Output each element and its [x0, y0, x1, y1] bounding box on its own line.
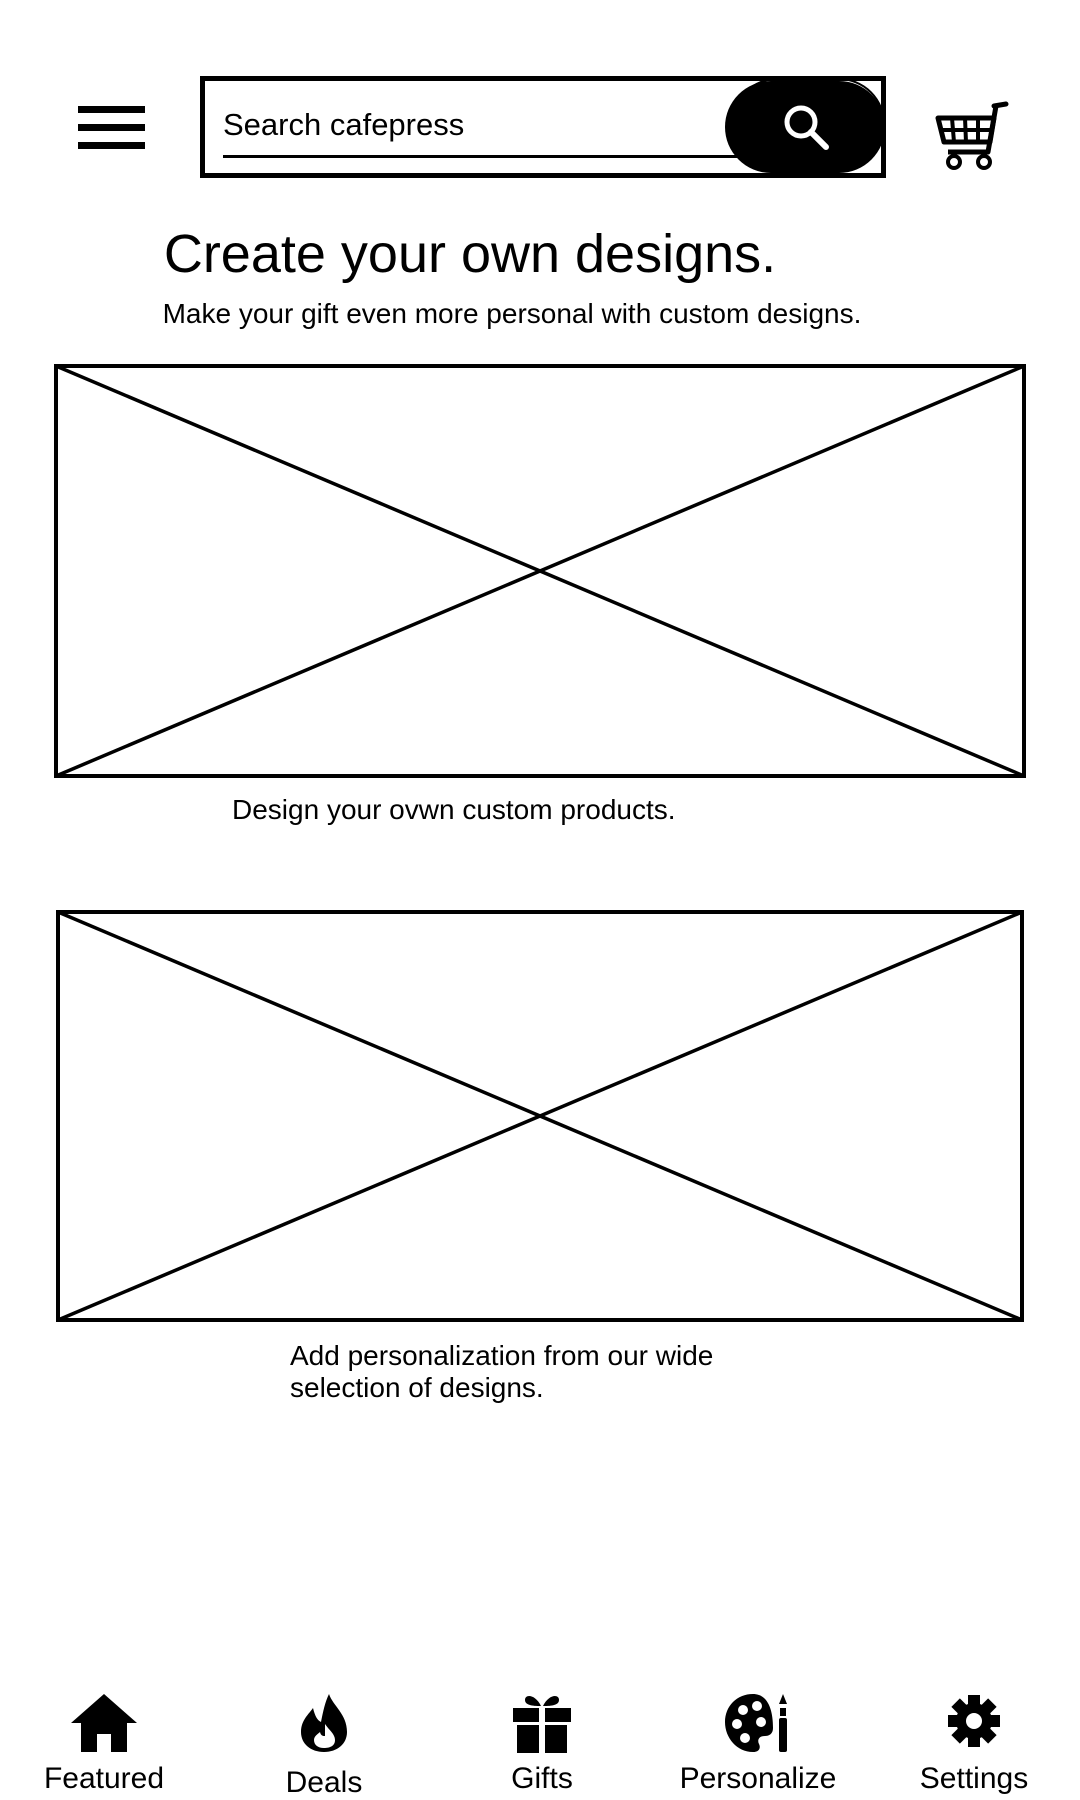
- nav-item-personalize[interactable]: Personalize: [658, 1690, 858, 1800]
- flame-icon: [301, 1694, 347, 1752]
- image-placeholder[interactable]: [54, 364, 1026, 778]
- search-button[interactable]: [725, 78, 885, 173]
- home-icon: [71, 1694, 137, 1752]
- nav-item-featured[interactable]: Featured: [4, 1690, 204, 1800]
- menu-button[interactable]: [78, 106, 148, 152]
- nav-item-label: Personalize: [679, 1762, 837, 1795]
- page-subtitle: Make your gift even more personal with c…: [162, 298, 862, 329]
- bottom-nav: Featured Deals Gifts: [0, 1690, 1080, 1800]
- nav-item-label: Settings: [919, 1762, 1029, 1795]
- nav-item-gifts[interactable]: Gifts: [442, 1690, 642, 1800]
- search-icon: [784, 105, 829, 150]
- shopping-cart-icon: [935, 101, 1009, 170]
- search-input[interactable]: [223, 95, 743, 158]
- image-placeholder[interactable]: [56, 910, 1024, 1322]
- palette-icon: [725, 1694, 787, 1752]
- page-title: Create your own designs.: [163, 224, 777, 284]
- gift-icon: [513, 1696, 571, 1753]
- card-caption: Design your ovwn custom products.: [232, 794, 676, 825]
- nav-item-label: Deals: [285, 1766, 363, 1799]
- nav-item-settings[interactable]: Settings: [874, 1690, 1074, 1800]
- nav-item-label: Gifts: [511, 1762, 573, 1795]
- nav-item-label: Featured: [43, 1762, 165, 1795]
- search-button-outline: [731, 78, 885, 170]
- gear-icon: [948, 1695, 1000, 1747]
- cart-button[interactable]: [934, 100, 1010, 172]
- card-caption: Add personalization from our wide select…: [290, 1340, 714, 1403]
- nav-item-deals[interactable]: Deals: [224, 1690, 424, 1800]
- search-bar: [200, 76, 886, 178]
